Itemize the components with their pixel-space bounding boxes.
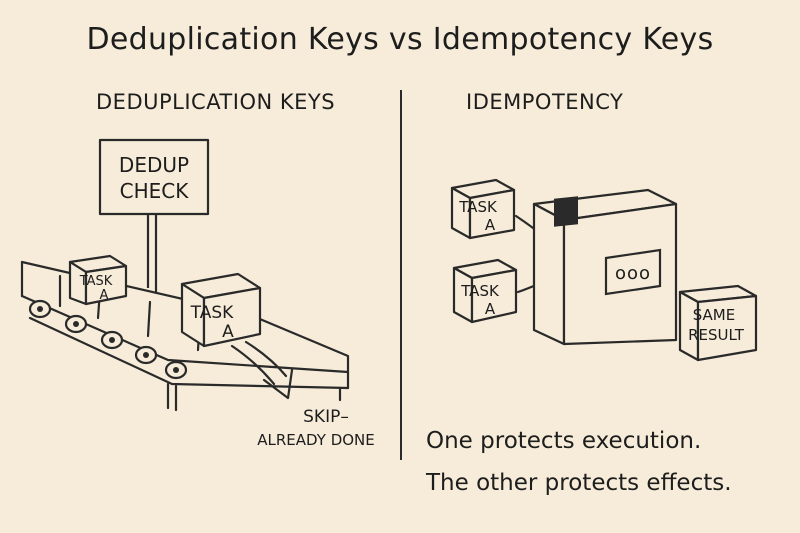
skip-label-line1: SKIP– [303,407,349,427]
task-box-top [450,178,516,240]
task-box-bottom-line2: A [485,300,496,318]
panel-dots-icon: ooo [615,263,651,284]
result-line1: SAME [693,306,735,324]
task-box-bottom-line1: TASK [460,282,500,300]
skip-arrow-icon [230,340,294,400]
page-title: Deduplication Keys vs Idempotency Keys [86,22,714,57]
conveyor-roller-hubs [37,306,179,373]
task-box-back-line1: TASK [79,274,113,289]
same-result-box [678,284,758,362]
caption-line1: One protects execution. [426,428,702,454]
result-line2: RESULT [688,326,745,344]
task-box-top-line2: A [485,216,496,234]
machine-slot [554,196,578,227]
skip-label-line2: ALREADY DONE [257,431,375,449]
task-box-front-line2: A [222,322,234,342]
task-box-front-line1: TASK [190,303,234,323]
task-box-back-line2: A [100,288,109,303]
sign-text-line1: DEDUP [119,153,189,177]
task-box-back [68,254,128,306]
task-box-bottom [452,258,518,324]
machine-panel [604,248,662,296]
task-box-front [180,272,262,348]
task-box-top-line1: TASK [458,198,498,216]
conveyor-rollers [28,299,188,380]
caption-line2: The other protects effects. [426,470,732,496]
sign-text-line2: CHECK [120,179,190,203]
right-heading: IDEMPOTENCY [466,90,624,114]
dedup-check-sign [98,138,210,292]
left-heading: DEDUPLICATION KEYS [96,90,336,114]
